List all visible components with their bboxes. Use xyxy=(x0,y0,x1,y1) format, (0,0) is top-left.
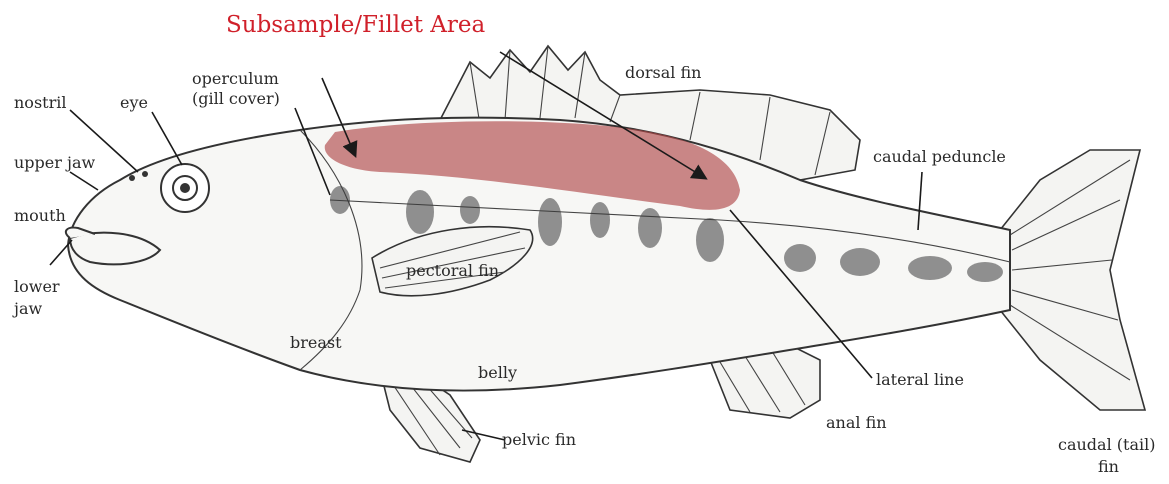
label-nostril: nostril xyxy=(14,93,66,112)
diagram-title: Subsample/Fillet Area xyxy=(226,12,485,38)
label-caudal-peduncle: caudal peduncle xyxy=(873,147,1006,166)
label-anal-fin: anal fin xyxy=(826,413,887,432)
label-breast: breast xyxy=(290,333,342,352)
label-belly: belly xyxy=(478,363,517,382)
label-operculum: operculum xyxy=(192,69,279,88)
caudal-fin xyxy=(1000,150,1145,410)
label-lateral-line: lateral line xyxy=(876,370,964,389)
label-caudal-fin-sub: fin xyxy=(1098,457,1119,476)
label-upper-jaw: upper jaw xyxy=(14,153,95,172)
label-lower-jaw-sub: jaw xyxy=(12,299,43,318)
label-eye: eye xyxy=(120,93,148,112)
label-lower-jaw: lower xyxy=(14,277,60,296)
label-pelvic-fin: pelvic fin xyxy=(502,430,576,449)
label-dorsal-fin: dorsal fin xyxy=(625,63,701,82)
label-pectoral-fin: pectoral fin xyxy=(406,261,499,280)
label-mouth: mouth xyxy=(14,206,66,225)
label-operculum-sub: (gill cover) xyxy=(192,89,280,108)
label-caudal-fin: caudal (tail) xyxy=(1058,435,1155,454)
